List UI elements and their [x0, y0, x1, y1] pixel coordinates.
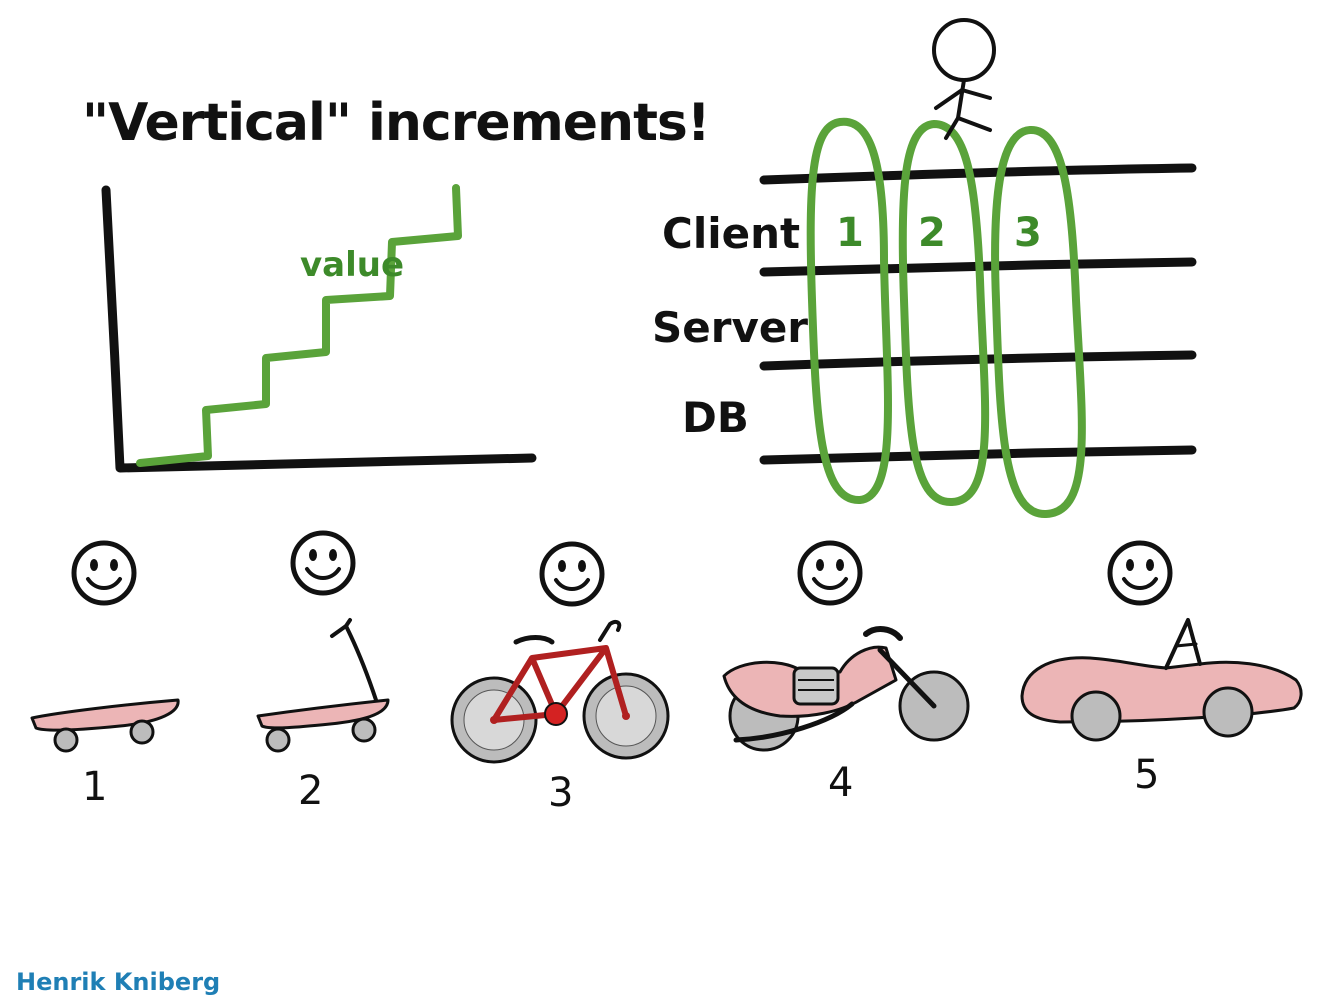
vertical-slice-1	[806, 117, 892, 505]
layer-line-top	[759, 163, 1197, 185]
layer-label-server: Server	[652, 303, 808, 352]
bicycle-icon	[450, 620, 670, 764]
layer-line-db	[759, 445, 1197, 465]
smiley-face-icon	[71, 540, 137, 606]
smiley-face-icon	[1107, 540, 1173, 606]
value-staircase-chart: value	[101, 184, 537, 473]
stick-figure-icon	[932, 18, 996, 140]
value-steps	[136, 184, 462, 467]
stage-number-5: 5	[1134, 752, 1159, 798]
author-credit: Henrik Kniberg	[16, 968, 220, 996]
slice-label-2: 2	[918, 210, 946, 256]
stage-number-4: 4	[828, 760, 853, 806]
smiley-row	[71, 530, 1173, 607]
vertical-slice-2	[898, 120, 990, 507]
architecture-layers: Client Server DB 1 2 3	[652, 18, 1197, 519]
car-icon	[1020, 618, 1303, 742]
slice-label-1: 1	[836, 210, 864, 256]
skateboard-icon	[30, 698, 180, 753]
value-label: value	[300, 245, 404, 285]
scooter-icon	[256, 618, 390, 753]
vertical-slice-3	[991, 126, 1086, 519]
smiley-face-icon	[539, 541, 605, 607]
motorcycle-icon	[722, 626, 970, 752]
stage-number-3: 3	[548, 770, 573, 816]
stage-number-1: 1	[82, 764, 107, 810]
stage-number-2: 2	[298, 768, 323, 814]
slice-label-3: 3	[1014, 210, 1042, 256]
layer-label-db: DB	[682, 393, 749, 442]
layer-line-server	[759, 350, 1197, 371]
smiley-face-icon	[797, 540, 863, 606]
smiley-face-icon	[290, 530, 356, 596]
layer-label-client: Client	[662, 209, 800, 258]
chart-axes	[101, 185, 537, 473]
page-title: "Vertical" increments!	[82, 93, 710, 153]
